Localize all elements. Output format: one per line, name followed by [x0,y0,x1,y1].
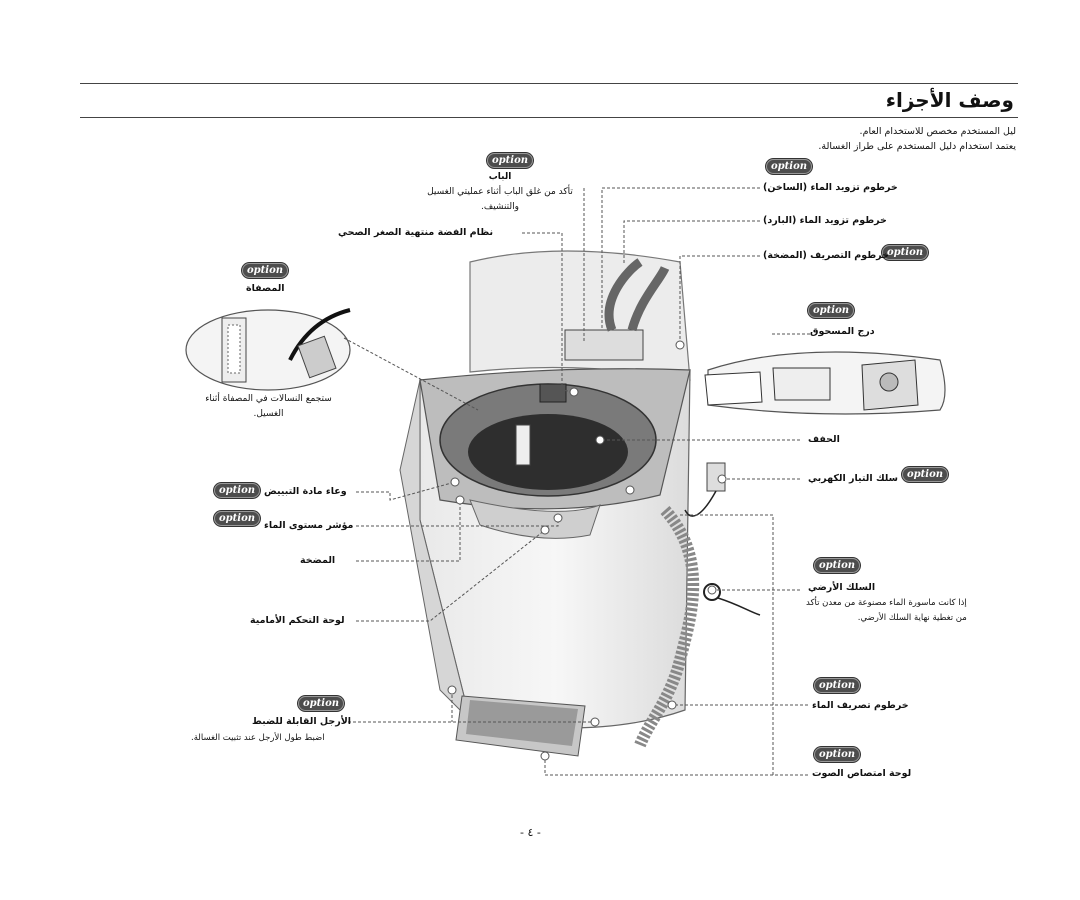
title-rule [80,117,1018,118]
label-detergent-drawer: درج المسحوق [810,326,875,337]
top-rule [80,83,1018,84]
option-badge-legs: option [298,696,344,711]
leader-lines [343,187,810,776]
option-badge-bleach: option [214,483,260,498]
option-badge-power-cord: option [902,467,948,482]
option-badge-ground: option [814,558,860,573]
option-badge-water-level: option [214,511,260,526]
door-note-2: والتنشيف. [481,202,519,212]
page-title: وصف الأجزاء [885,88,1014,112]
filter-note-2: الغسيل. [253,409,284,419]
label-pump: المضخة [300,555,336,566]
option-badge-door: option [487,153,533,168]
label-joint-panel: لوحة امتصاص الصوت [812,768,912,779]
label-drain-pump-hose: خرطوم التصريف (المضخة) [763,250,889,261]
ground-note: إذا كانت ماسورة الماء مصنوعة من معدن تأك… [806,596,967,626]
label-filter-note: ستجمع النسالات في المصفاة أثناء الغسيل. [196,392,341,422]
door-note-1: تأكد من غلق الباب أثناء عمليتي الغسيل [427,187,573,197]
label-hot-hose: خرطوم تزويد الماء (الساخن) [763,182,898,193]
label-tub: الحفف [808,434,840,445]
label-ground-wire: السلك الأرضي [808,582,876,593]
lid [469,250,691,381]
label-control-panel: لوحة التحكم الأمامية [250,615,345,626]
label-drain-hose: خرطوم تصريف الماء [812,700,909,711]
option-badge-joint: option [814,747,860,762]
label-filter: المصفاة [246,283,285,294]
intro-line-2: يعتمد استخدام دليل المستخدم على طراز الغ… [818,141,1016,152]
label-door: الباب تأكد من غلق الباب أثناء عمليتي الغ… [420,170,580,215]
label-power-cord: سلك التيار الكهربي [808,473,899,484]
intro-line-1: ليل المستخدم مخصص للاستخدام العام. [859,126,1016,137]
option-badge-filter: option [242,263,288,278]
filter-note-1: ستجمع النسالات في المصفاة أثناء [205,394,332,404]
label-cold-hose: خرطوم تزويد الماء (البارد) [763,215,887,226]
ground-note-1: إذا كانت ماسورة الماء مصنوعة من معدن تأك… [806,598,967,608]
option-badge-drawer: option [808,303,854,318]
page-number: - ٤ - [520,826,541,839]
label-water-level: مؤشر مستوى الماء [264,520,354,531]
option-badge-drain-pump: option [882,245,928,260]
option-badge-hot-hose: option [766,159,812,174]
door-title: الباب [488,172,512,182]
intro-text: ليل المستخدم مخصص للاستخدام العام. يعتمد… [596,124,1016,154]
label-leveling-legs: الأرجل القابلة للضبط [252,716,352,727]
ground-note-2: من تغطية نهاية السلك الأرضي. [857,613,967,623]
leveling-note: اضبط طول الأرجل عند تثبيت الغسالة. [191,733,325,743]
option-badge-drain-hose: option [814,678,860,693]
label-bleach-system: نظام الفضة منتهية الصغر الصحي [338,227,494,238]
label-bleach-container: وعاء مادة التبييض [264,486,347,497]
